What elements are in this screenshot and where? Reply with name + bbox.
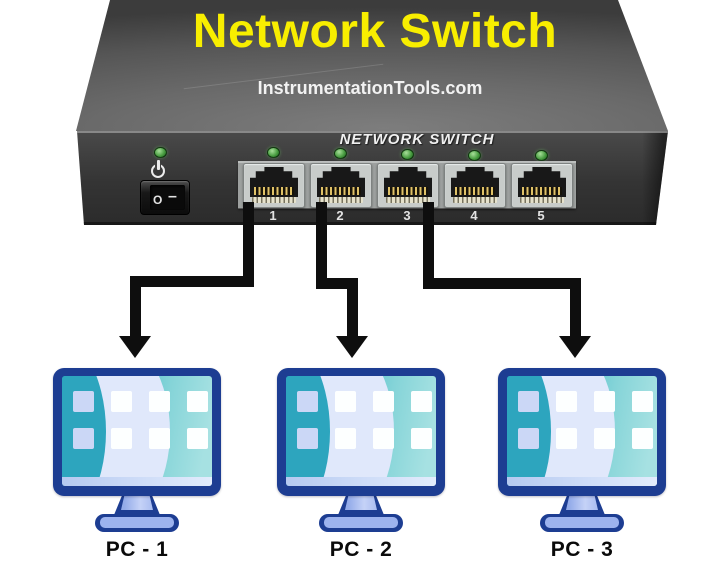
ethernet-port-1 (243, 163, 305, 208)
cable-port3-to-pc3 (423, 278, 581, 289)
port-led-icon (401, 149, 414, 160)
rj45-pins (455, 187, 495, 195)
pc-label: PC - 1 (105, 538, 169, 561)
cable-port2-to-pc2 (347, 278, 358, 338)
app-tile (518, 428, 539, 449)
ethernet-port-3 (377, 163, 439, 208)
ethernet-port-2 (310, 163, 372, 208)
port-number-label: 5 (537, 208, 545, 223)
monitor-stand-base (540, 514, 624, 532)
app-tile (373, 391, 394, 412)
pc-3: PC - 3 (498, 368, 666, 561)
monitor-stand-base (319, 514, 403, 532)
app-tile (297, 428, 318, 449)
rj45-contact-row (319, 197, 363, 203)
port-number-label: 2 (336, 208, 344, 223)
taskbar (62, 477, 212, 486)
ethernet-port-4 (444, 163, 506, 208)
monitor-screen (62, 376, 212, 486)
rj45-pins (321, 187, 361, 195)
port-number-label: 3 (403, 208, 411, 223)
cable-port2-to-pc2 (316, 202, 327, 289)
app-tile (149, 391, 170, 412)
app-tile (373, 428, 394, 449)
ethernet-port-5 (511, 163, 573, 208)
rj45-pins (388, 187, 428, 195)
arrowhead-icon (119, 336, 151, 358)
rocker-off-mark: O (153, 193, 163, 207)
app-tile (518, 391, 539, 412)
watermark-text: InstrumentationTools.com (257, 78, 483, 98)
port-strip (238, 161, 576, 209)
power-rocker-switch: O – (140, 180, 190, 215)
app-tile (187, 391, 208, 412)
rocker-on-mark: – (168, 188, 177, 205)
power-icon-bar (156, 160, 160, 170)
power-icon (150, 160, 165, 178)
rj45-contact-row (520, 197, 564, 203)
app-tile (111, 391, 132, 412)
port-number-label: 1 (269, 208, 277, 223)
app-tile (335, 428, 356, 449)
pc-label: PC - 2 (329, 538, 393, 561)
power-led-icon (154, 147, 167, 158)
rj45-contact-row (252, 197, 296, 203)
app-tile (73, 428, 94, 449)
arrowhead-icon (559, 336, 591, 358)
port-led-icon (535, 150, 548, 161)
app-tile (594, 391, 615, 412)
monitor-screen (286, 376, 436, 486)
rj45-pins (522, 187, 562, 195)
monitor-icon (498, 368, 666, 496)
cable-port3-to-pc3 (423, 202, 434, 289)
switch-top-face (76, 0, 668, 131)
monitor-icon (53, 368, 221, 496)
app-tile (335, 391, 356, 412)
rj45-contact-row (453, 197, 497, 203)
diagram-title: Network Switch (192, 5, 558, 58)
taskbar (286, 477, 436, 486)
rocker-well (150, 185, 185, 210)
monitor-icon (277, 368, 445, 496)
cable-port1-to-pc1 (130, 276, 141, 338)
cable-port1-to-pc1 (243, 202, 254, 287)
app-tile (632, 391, 653, 412)
app-tile (411, 428, 432, 449)
port-led-icon (468, 150, 481, 161)
app-tile (149, 428, 170, 449)
app-tile (111, 428, 132, 449)
cable-port3-to-pc3 (570, 278, 581, 338)
app-tile (187, 428, 208, 449)
port-number-label: 4 (470, 208, 478, 223)
port-led-icon (267, 147, 280, 158)
pc-label: PC - 3 (550, 538, 614, 561)
port-led-icon (334, 148, 347, 159)
app-tile (556, 391, 577, 412)
app-tile (73, 391, 94, 412)
monitor-screen (507, 376, 657, 486)
cable-port2-to-pc2 (316, 278, 358, 289)
app-tile (556, 428, 577, 449)
pc-2: PC - 2 (277, 368, 445, 561)
taskbar (507, 477, 657, 486)
pc-1: PC - 1 (53, 368, 221, 561)
app-tile (297, 391, 318, 412)
app-tile (632, 428, 653, 449)
arrowhead-icon (336, 336, 368, 358)
app-tile (594, 428, 615, 449)
monitor-stand-base (95, 514, 179, 532)
app-tile (411, 391, 432, 412)
rj45-pins (254, 187, 294, 195)
switch-panel-label: NETWORK SWITCH (339, 131, 495, 148)
rj45-contact-row (386, 197, 430, 203)
cable-port1-to-pc1 (130, 276, 254, 287)
